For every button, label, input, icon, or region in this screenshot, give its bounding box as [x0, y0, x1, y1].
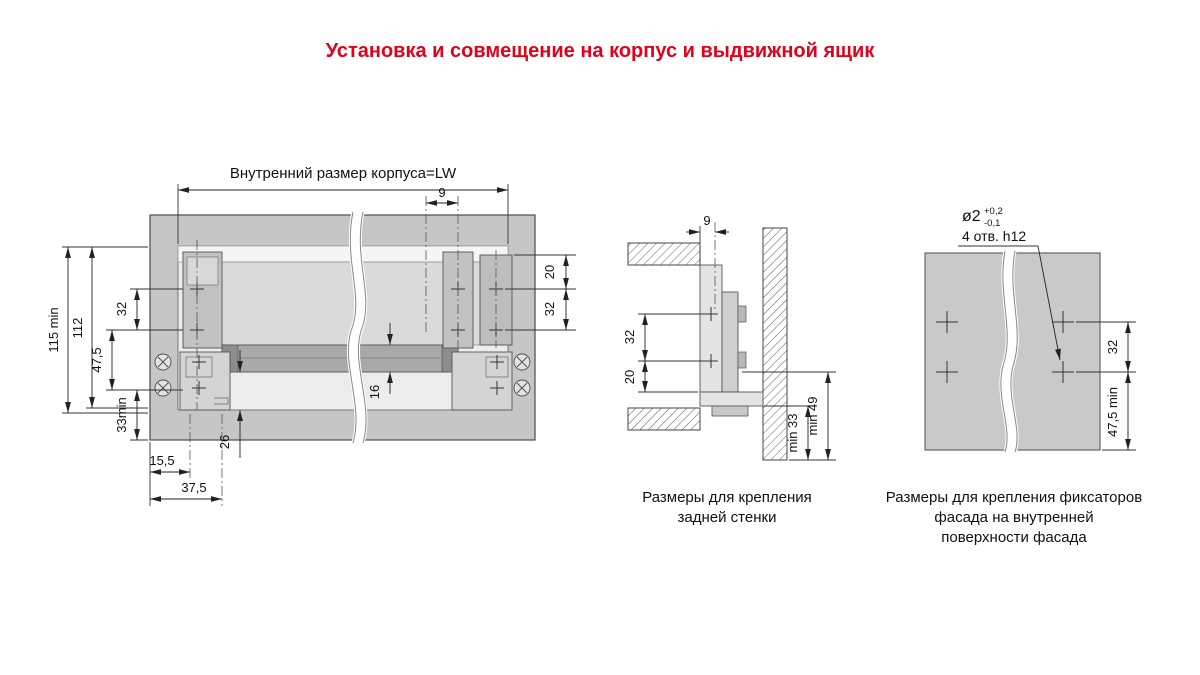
dim-112-label: 112 — [70, 318, 85, 339]
hole-center-mark — [1052, 361, 1074, 383]
dim-20-label: 20 — [542, 265, 557, 279]
hole-count-label: 4 отв. h12 — [962, 228, 1026, 244]
dim-9-label: 9 — [703, 213, 710, 228]
dim-47-5-min-label: 47,5 min — [1105, 387, 1120, 437]
dim-15-5-label: 15,5 — [149, 453, 174, 468]
hole-center-mark — [704, 307, 718, 321]
back-panel-caption-line1: Размеры для крепления — [642, 489, 812, 506]
cabinet-drawer-top-view: Внутренний размер корпуса=LW 9 20 32 115… — [46, 165, 576, 506]
screw-icon — [154, 353, 172, 371]
hole-center-mark — [704, 354, 718, 368]
cabinet-section-hatch — [627, 227, 788, 461]
back-wall-profile — [699, 264, 764, 417]
hole-center-mark — [1052, 311, 1074, 333]
break-line — [999, 249, 1019, 455]
hole-callout: ø2 +0,2 -0,1 4 отв. h12 — [958, 206, 1061, 361]
dim-20-label: 20 — [622, 370, 637, 384]
dim-min-49-label: min 49 — [805, 396, 820, 435]
hole-tolerance-upper: +0,2 — [984, 206, 1003, 217]
back-panel-section-view: 9 32 20 min 33 min 49 Размеры для крепле… — [622, 213, 836, 526]
break-line — [346, 210, 368, 445]
extension-lines — [62, 184, 576, 506]
dim-32-label: 32 — [622, 330, 637, 344]
dim-16-label: 16 — [367, 385, 382, 399]
dim-min-33-label: min 33 — [785, 413, 800, 452]
leader-arrow — [1037, 245, 1061, 361]
dim-115-min-label: 115 min — [46, 307, 61, 352]
dim-32-label: 32 — [1105, 340, 1120, 354]
facade-caption-line3: поверхности фасада — [941, 529, 1087, 546]
screw-icons — [154, 353, 531, 397]
facade-caption-line2: фасада на внутренней — [934, 509, 1093, 526]
hole-diameter-label: ø2 — [962, 208, 981, 225]
dim-32-left-label: 32 — [114, 302, 129, 316]
back-panel-caption-line2: задней стенки — [678, 509, 777, 526]
hole-center-mark — [936, 361, 958, 383]
hole-center-marks — [936, 311, 1074, 383]
dim-32-right-label: 32 — [542, 302, 557, 316]
dimension-lines — [65, 187, 569, 502]
dim-47-5-label: 47,5 — [89, 347, 104, 372]
dimension-lines — [642, 229, 831, 461]
page-title: Установка и совмещение на корпус и выдви… — [325, 40, 875, 62]
slide-rail — [221, 344, 459, 373]
screw-icon — [154, 379, 172, 397]
dim-26-label: 26 — [217, 435, 232, 449]
facade-drilling-view: ø2 +0,2 -0,1 4 отв. h12 32 47,5 min Разм… — [886, 206, 1142, 546]
dim-37-5-label: 37,5 — [181, 480, 206, 495]
inner-width-label: Внутренний размер корпуса=LW — [230, 165, 457, 182]
hole-center-mark — [936, 311, 958, 333]
facade-caption-line1: Размеры для крепления фиксаторов — [886, 489, 1142, 506]
center-lines — [189, 196, 497, 506]
hole-tolerance-lower: -0,1 — [984, 218, 1000, 229]
screw-icon — [513, 353, 531, 371]
screw-icon — [513, 379, 531, 397]
dim-9-label: 9 — [438, 185, 445, 200]
dim-33-min-label: 33min — [114, 397, 129, 432]
